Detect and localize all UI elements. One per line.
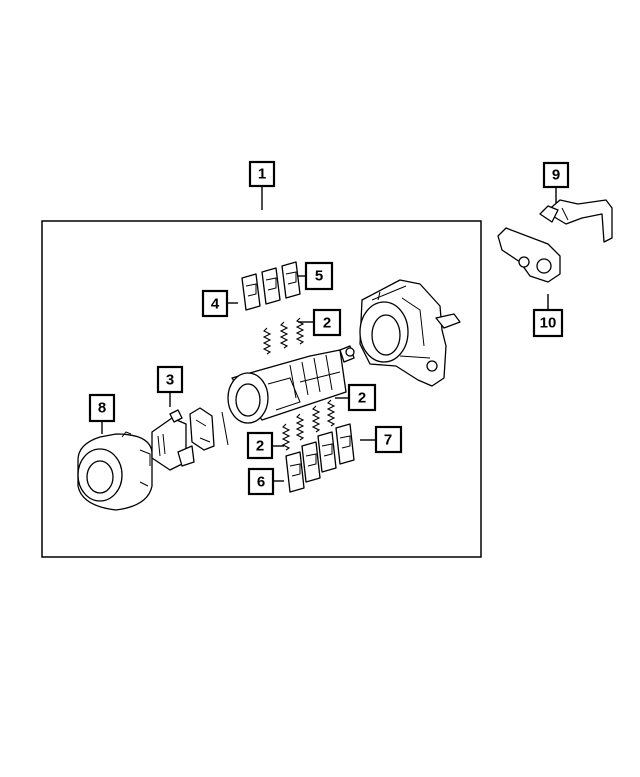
callout-8: 8: [88, 393, 116, 423]
lock-cylinder: [227, 345, 355, 424]
part-8-bezel: [77, 431, 153, 511]
callout-9: 9: [542, 161, 570, 189]
callout-10: 10: [532, 308, 564, 338]
callout-2-right: 2: [347, 383, 377, 412]
callout-6: 6: [247, 467, 275, 496]
tumblers-upper: [241, 261, 301, 311]
svg-text:9: 9: [552, 167, 560, 184]
part-9-actuator: [539, 199, 613, 243]
svg-text:10: 10: [540, 315, 557, 332]
callout-5: 5: [304, 261, 334, 291]
svg-text:4: 4: [211, 296, 220, 313]
callout-3: 3: [156, 365, 184, 394]
tumblers-lower: [285, 423, 355, 493]
lock-housing: [359, 279, 461, 387]
springs-upper: [262, 317, 305, 355]
svg-text:8: 8: [98, 400, 106, 417]
svg-text:6: 6: [257, 474, 265, 491]
svg-text:2: 2: [323, 315, 331, 332]
part-10-lever: [497, 227, 561, 283]
svg-text:3: 3: [166, 372, 174, 389]
callout-2-lower: 2: [246, 431, 274, 460]
svg-text:2: 2: [256, 438, 264, 455]
svg-text:1: 1: [258, 166, 266, 183]
callout-7: 7: [374, 425, 403, 454]
svg-text:2: 2: [358, 390, 366, 407]
springs-lower: [281, 399, 336, 451]
callout-4: 4: [201, 289, 229, 318]
svg-text:7: 7: [384, 432, 392, 449]
callout-1: 1: [248, 160, 276, 188]
part-3-shutter: [151, 407, 229, 471]
assembly-frame: [41, 220, 482, 558]
callout-2-upper: 2: [312, 308, 342, 337]
svg-text:5: 5: [315, 268, 323, 285]
leader-lines: [101, 186, 557, 482]
